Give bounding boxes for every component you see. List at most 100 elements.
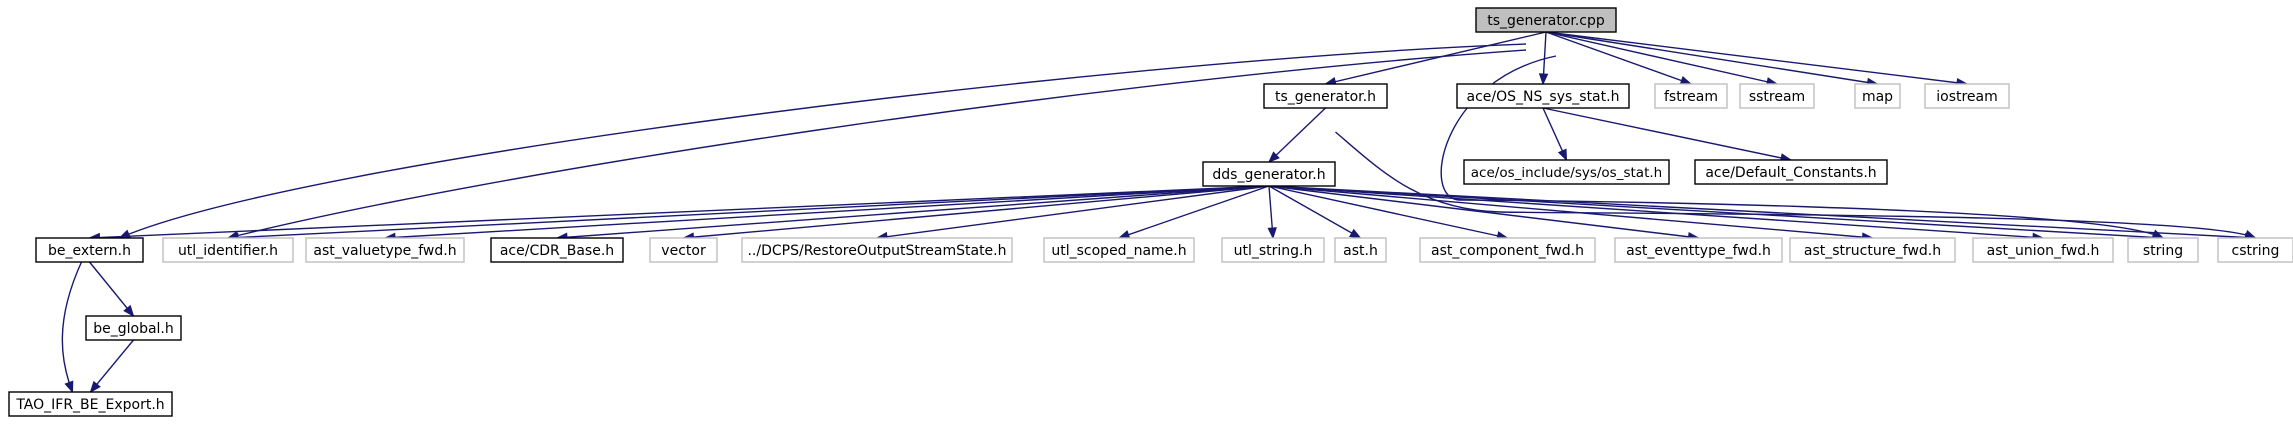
edge-dds_generator-to-utl_scoped_name — [1118, 185, 1270, 239]
node-box — [8, 391, 173, 417]
arrowhead-os_ns_sys_stat-to-os_include_stat — [1557, 148, 1568, 162]
node-label: sstream — [1749, 89, 1805, 105]
node-label: ../DCPS/RestoreOutputStreamState.h — [747, 243, 1006, 259]
node-map: map — [1854, 83, 1901, 109]
node-box — [1202, 161, 1336, 187]
node-cdr-base[interactable]: ace/CDR_Base.h — [490, 237, 624, 263]
node-box — [1854, 83, 1901, 109]
node-ast-union-fwd: ast_union_fwd.h — [1972, 237, 2114, 263]
node-box — [1614, 237, 1783, 263]
node-box — [1739, 83, 1815, 109]
node-sstream: sstream — [1739, 83, 1815, 109]
node-box — [741, 237, 1013, 263]
node-label: ace/Default_Constants.h — [1705, 165, 1876, 181]
node-label: TAO_IFR_BE_Export.h — [15, 397, 164, 413]
edge-ts_generator_cpp-to-be_extern — [119, 43, 1527, 239]
edge-dds_generator-to-ast_eventtype_fwd — [1268, 185, 1699, 239]
node-box — [2127, 237, 2199, 263]
edge-ts_generator_cpp-to-sstream — [1545, 31, 1778, 85]
node-label: ts_generator.cpp — [1487, 13, 1605, 29]
node-os-include-stat[interactable]: ace/os_include/sys/os_stat.h — [1463, 159, 1670, 185]
node-box — [305, 237, 465, 263]
arrowhead-be_extern-to-tao_ifr_export — [64, 380, 74, 394]
node-ts-generator-h[interactable]: ts_generator.h — [1263, 83, 1388, 109]
node-iostream: iostream — [1924, 83, 2010, 109]
node-label: ace/os_include/sys/os_stat.h — [1471, 165, 1662, 181]
node-label: ace/OS_NS_sys_stat.h — [1467, 89, 1620, 105]
node-label: vector — [661, 243, 706, 259]
arrowhead-be_global-to-tao_ifr_export — [89, 380, 101, 394]
node-box — [1043, 237, 1195, 263]
node-tao-ifr-export[interactable]: TAO_IFR_BE_Export.h — [8, 391, 173, 417]
node-utl-string: utl_string.h — [1221, 237, 1325, 263]
edge-ts_generator_cpp-to-fstream — [1545, 31, 1692, 85]
node-label: dds_generator.h — [1212, 167, 1325, 183]
node-string: string — [2127, 237, 2199, 263]
edge-ts_generator_cpp-to-iostream — [1545, 31, 1968, 85]
node-box — [1456, 83, 1630, 109]
edge-ts_generator_cpp-to-utl_identifier — [227, 49, 1527, 239]
arrowhead-dds_generator-to-ast_h — [1349, 228, 1362, 239]
node-label: be_global.h — [93, 321, 174, 337]
edge-dds_generator-to-cstring — [1268, 185, 2256, 239]
edge-ts_generator_h-to-dds_generator — [1268, 107, 1326, 163]
arrowhead-ts_generator_cpp-to-os_ns_sys_stat — [1538, 73, 1549, 86]
edge-be_extern-to-be_global — [88, 261, 135, 317]
node-label: utl_identifier.h — [178, 243, 278, 259]
edge-dds_generator-to-ast_h — [1268, 185, 1361, 239]
node-label: ast_component_fwd.h — [1431, 243, 1584, 259]
node-os-ns-sys-stat[interactable]: ace/OS_NS_sys_stat.h — [1456, 83, 1630, 109]
node-label: be_extern.h — [48, 243, 131, 259]
node-fstream: fstream — [1654, 83, 1728, 109]
node-box — [1263, 83, 1388, 109]
node-box — [2217, 237, 2293, 263]
node-box — [1694, 159, 1888, 185]
node-label: ast_structure_fwd.h — [1804, 243, 1941, 259]
node-dds-generator[interactable]: dds_generator.h — [1202, 161, 1336, 187]
arrowhead-ts_generator_cpp-to-fstream — [1679, 75, 1693, 85]
edge-dds_generator-to-ast_structure_fwd — [1268, 185, 1873, 239]
node-default-constants[interactable]: ace/Default_Constants.h — [1694, 159, 1888, 185]
node-label: fstream — [1664, 89, 1718, 105]
arrowhead-dds_generator-to-utl_string — [1267, 227, 1277, 240]
node-ast-valuetype-fwd: ast_valuetype_fwd.h — [305, 237, 465, 263]
node-label: ts_generator.h — [1275, 89, 1376, 105]
edge-dds_generator-to-cdr_base — [556, 185, 1270, 239]
node-label: ast_valuetype_fwd.h — [313, 243, 456, 259]
node-label: iostream — [1936, 89, 1998, 105]
edge-dds_generator-to-be_extern — [89, 185, 1270, 239]
node-label: cstring — [2232, 243, 2280, 259]
node-ast-structure-fwd: ast_structure_fwd.h — [1789, 237, 1956, 263]
arrowhead-ts_generator_h-to-dds_generator — [1268, 151, 1280, 163]
edge-dds_generator-to-restore_stream — [876, 185, 1270, 239]
edge-dds_generator-to-string — [1268, 185, 2164, 239]
node-box — [1221, 237, 1325, 263]
node-box — [649, 237, 718, 263]
node-box — [1475, 7, 1617, 33]
nodes-layer: ts_generator.cpp ts_generator.h ace/OS_NS_… — [8, 7, 2293, 417]
edge-ts_generator_cpp-to-ts_generator_h — [1325, 31, 1547, 85]
node-utl-identifier: utl_identifier.h — [162, 237, 294, 263]
node-ast-h: ast.h — [1334, 237, 1387, 263]
node-box — [85, 315, 182, 341]
edge-dds_generator-to-vector — [683, 185, 1270, 239]
node-label: ace/CDR_Base.h — [500, 243, 614, 259]
edge-dds_generator-to-ast_union_fwd — [1268, 185, 2044, 239]
node-be-extern[interactable]: be_extern.h — [35, 237, 144, 263]
node-utl-scoped-name: utl_scoped_name.h — [1043, 237, 1195, 263]
node-vector: vector — [649, 237, 718, 263]
node-box — [162, 237, 294, 263]
node-ts-generator-cpp[interactable]: ts_generator.cpp — [1475, 7, 1617, 33]
node-label: map — [1862, 89, 1893, 105]
node-be-global[interactable]: be_global.h — [85, 315, 182, 341]
node-label: string — [2143, 243, 2183, 259]
node-label: ast_union_fwd.h — [1987, 243, 2100, 259]
edge-be_extern-to-tao_ifr_export — [61, 261, 83, 393]
node-box — [1463, 159, 1670, 185]
edge-be_global-to-tao_ifr_export — [89, 339, 135, 393]
edge-ts_generator_cpp-to-map — [1545, 31, 1878, 85]
node-box — [1334, 237, 1387, 263]
node-label: ast_eventtype_fwd.h — [1626, 243, 1771, 259]
edges-layer — [61, 31, 2257, 394]
